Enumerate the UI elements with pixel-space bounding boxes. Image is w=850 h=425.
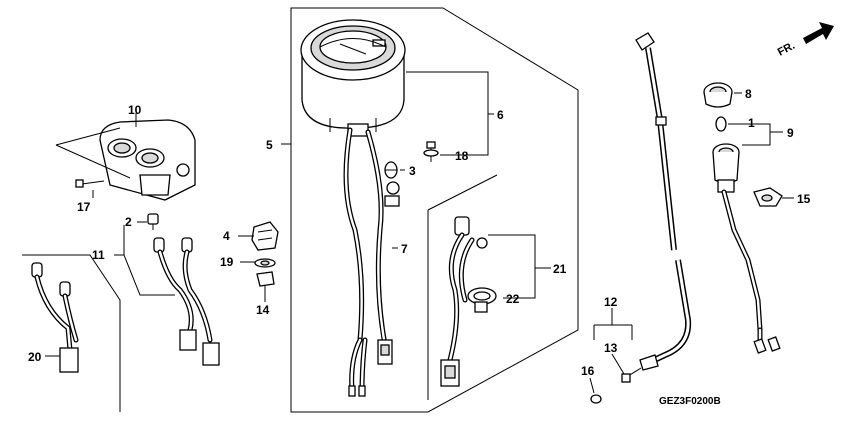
front-direction-arrow: FR.	[776, 22, 834, 59]
callout-20: 20	[28, 350, 42, 364]
direction-label: FR.	[776, 40, 797, 59]
mount-grommet-set	[251, 221, 279, 287]
housing-leader	[55, 127, 131, 179]
callout-7: 7	[401, 242, 408, 256]
callout-4: 4	[223, 229, 230, 243]
callout-1: 1	[748, 116, 755, 130]
harness-clamp	[467, 287, 497, 313]
drawing-code: GEZ3F0200B	[659, 396, 721, 407]
callout-10: 10	[128, 103, 142, 117]
arrow-icon	[803, 22, 834, 44]
callout-18: 18	[455, 149, 469, 163]
speedometer-cable	[590, 32, 692, 404]
key-switch-assembly	[703, 82, 783, 354]
callout-12: 12	[604, 295, 618, 309]
callout-19: 19	[220, 255, 234, 269]
callout-13: 13	[604, 341, 618, 355]
callout-6: 6	[497, 108, 504, 122]
harness-leader	[114, 225, 175, 296]
connector-frame	[22, 254, 121, 412]
connector-harness	[31, 262, 79, 373]
indicator-harness	[153, 237, 220, 366]
meter-gauge	[300, 19, 406, 137]
callout-3: 3	[409, 164, 416, 178]
callout-11: 11	[92, 248, 105, 262]
switch-leader	[728, 123, 771, 146]
indicator-socket	[147, 213, 159, 230]
subharness-frame	[427, 174, 498, 400]
callout-leaders	[45, 71, 794, 394]
callout-8: 8	[745, 87, 752, 101]
bulb-socket	[384, 161, 398, 179]
cable-leader	[593, 324, 633, 340]
callout-9: 9	[787, 126, 794, 140]
callout-17: 17	[77, 200, 91, 214]
callout-2: 2	[125, 215, 132, 229]
meter-sub-harness	[440, 216, 488, 387]
indicator-housing	[99, 119, 196, 201]
callout-15: 15	[797, 192, 811, 206]
callout-22: 22	[506, 292, 520, 306]
callout-14: 14	[256, 303, 270, 317]
meter-wire-harness	[343, 127, 400, 397]
callout-21: 21	[553, 262, 567, 276]
callout-5: 5	[266, 138, 273, 152]
meter-screw	[423, 141, 439, 162]
meter-assembly-frame	[290, 7, 579, 413]
housing-screw	[75, 179, 105, 188]
callout-16: 16	[581, 364, 595, 378]
